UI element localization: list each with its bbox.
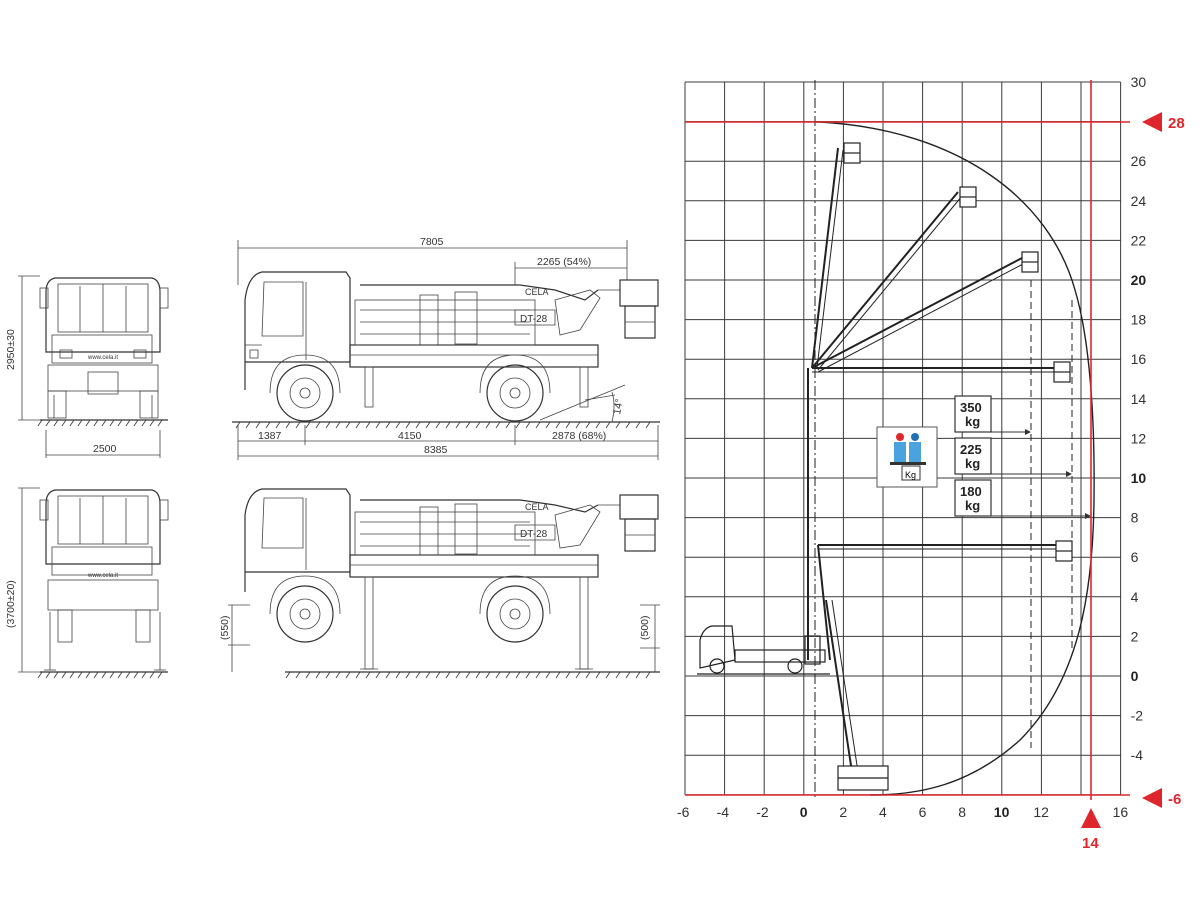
- x-tick-label: 0: [800, 804, 808, 820]
- side-bottom-model-label: DT-28: [520, 529, 548, 540]
- front-top-width-label: 2500: [93, 443, 117, 455]
- y-tick-label: 12: [1131, 430, 1147, 446]
- min-depth-label: -6: [1168, 791, 1181, 808]
- y-tick-label: -2: [1131, 708, 1144, 724]
- y-tick-label: 20: [1131, 272, 1147, 288]
- load-225-value: 225: [960, 442, 982, 457]
- truck-silhouette: [697, 625, 830, 675]
- side-top-dim-1: 1387: [258, 430, 282, 442]
- x-tick-label: -2: [756, 804, 769, 820]
- load-225-unit: kg: [965, 456, 980, 471]
- y-tick-label: 2: [1131, 628, 1139, 644]
- boom-inner-lines: [812, 149, 1060, 773]
- side-top-overall-label: 7805: [420, 236, 444, 248]
- side-top-rear-overhang-label: 2265 (54%): [537, 256, 591, 268]
- load-180-unit: kg: [965, 498, 980, 513]
- side-view-top: DT-28 CELA 14° 7805: [232, 236, 660, 460]
- front-bottom-website: www.cela.it: [87, 573, 118, 579]
- x-tick-label: 2: [839, 804, 847, 820]
- ground-hatch-front-top: [37, 419, 163, 427]
- side-view-bottom: DT-28 CELA (550) (500): [219, 488, 660, 679]
- y-tick-label: 18: [1131, 312, 1147, 328]
- side-top-dim-3: 2878 (68%): [552, 430, 606, 442]
- boom-positions: [807, 147, 1060, 773]
- side-bottom-front-clearance: (550): [219, 615, 231, 640]
- x-tick-label: 16: [1113, 804, 1129, 820]
- load-350-value: 350: [960, 400, 982, 415]
- y-tick-label: 4: [1131, 589, 1139, 605]
- side-top-angle-label: 14°: [611, 398, 626, 416]
- baskets: [837, 142, 1073, 791]
- y-tick-label: 0: [1131, 668, 1139, 684]
- ground-hatch-front-bottom: [37, 671, 163, 679]
- front-top-height-label: 2950±30: [5, 329, 17, 370]
- y-tick-label: 30: [1131, 74, 1147, 90]
- ground-hatch-side-bottom: [285, 671, 651, 679]
- x-tick-label: 8: [958, 804, 966, 820]
- front-top-website: www.cela.it: [87, 355, 118, 361]
- max-outreach-label: 14: [1082, 835, 1099, 852]
- front-bottom-height-label: (3700±20): [5, 580, 17, 628]
- side-top-total-length: 8385: [424, 444, 448, 456]
- x-tick-label: 4: [879, 804, 887, 820]
- load-box-350: 350 kg: [954, 395, 1031, 435]
- y-tick-label: 16: [1131, 351, 1147, 367]
- y-tick-label: 24: [1131, 193, 1147, 209]
- side-bottom-rear-clearance: (500): [639, 615, 651, 640]
- x-tick-label: -4: [717, 804, 730, 820]
- load-180-value: 180: [960, 484, 982, 499]
- load-icon: Kg: [876, 426, 938, 488]
- max-height-label: 28: [1168, 115, 1185, 132]
- max-height-marker: 28: [1142, 112, 1185, 132]
- load-box-180: 180 kg: [954, 479, 1091, 519]
- y-tick-label: 10: [1131, 470, 1147, 486]
- load-350-unit: kg: [965, 414, 980, 429]
- x-tick-label: -6: [677, 804, 690, 820]
- front-view-bottom: www.cela.it (3700±20): [5, 487, 169, 679]
- load-icon-label: Kg: [905, 470, 916, 480]
- ground-hatch-side-top: [235, 421, 651, 429]
- side-bottom-brand-label: CELA: [525, 502, 549, 512]
- load-box-225: 225 kg: [954, 437, 1072, 477]
- x-tick-label: 12: [1033, 804, 1049, 820]
- y-tick-label: 14: [1131, 391, 1147, 407]
- max-outreach-marker: 14: [1081, 808, 1101, 852]
- x-tick-label: 10: [994, 804, 1010, 820]
- side-top-model-label: DT-28: [520, 314, 548, 325]
- side-top-brand-label: CELA: [525, 287, 549, 297]
- front-view-top: www.cela.it 2950±30 2500: [5, 275, 169, 458]
- x-tick-label: 6: [919, 804, 927, 820]
- y-tick-label: 22: [1131, 232, 1147, 248]
- y-tick-label: -4: [1131, 747, 1144, 763]
- y-tick-label: 26: [1131, 153, 1147, 169]
- min-depth-marker: -6: [1142, 788, 1181, 808]
- side-top-dim-2: 4150: [398, 430, 422, 442]
- y-tick-label: 8: [1131, 510, 1139, 526]
- working-envelope: [815, 121, 1095, 796]
- y-tick-label: 6: [1131, 549, 1139, 565]
